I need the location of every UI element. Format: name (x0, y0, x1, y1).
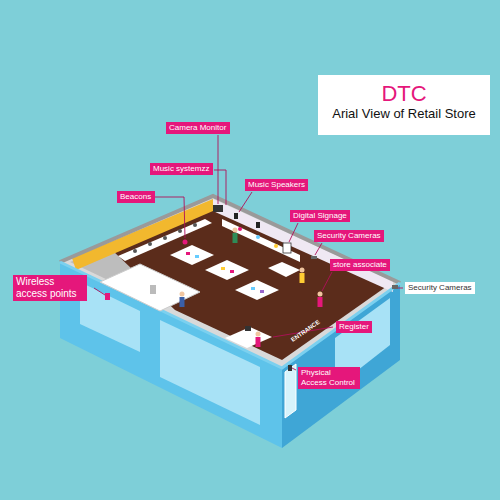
callout-box: Physical Access Control (298, 367, 360, 389)
speaker (234, 213, 238, 219)
leader-line (94, 288, 105, 295)
person (180, 292, 185, 308)
product (260, 290, 264, 293)
digital-sign (283, 243, 291, 253)
wall-strip (213, 199, 393, 292)
title-text: DTC (324, 81, 484, 106)
access-panel (288, 365, 292, 371)
device (193, 223, 197, 227)
display-table (205, 260, 249, 280)
person-body (256, 337, 261, 347)
person-head (233, 228, 238, 233)
person-head (180, 292, 185, 297)
title-box: DTCArial View of Retail Store (318, 75, 490, 135)
product (221, 267, 225, 270)
callout-label: Security Cameras (408, 283, 472, 293)
device (133, 249, 137, 253)
callout-label: Music Speakers (248, 180, 305, 190)
product (251, 287, 255, 290)
register-counter (225, 327, 272, 348)
leader-line (292, 368, 296, 370)
person-body (318, 297, 323, 307)
person-head (300, 268, 305, 273)
leader-line (315, 243, 322, 255)
leader-line (218, 135, 219, 204)
register-screen (245, 326, 251, 331)
callout-box: Wireless access points (13, 275, 87, 301)
camera-monitor (213, 205, 223, 212)
person-body (300, 273, 305, 283)
fixture (150, 285, 156, 294)
product (186, 252, 190, 255)
floor-slab (60, 196, 400, 368)
callout-label: Wireless access points (16, 276, 84, 300)
product (256, 235, 260, 239)
display-table (170, 245, 214, 265)
wall-strip (72, 199, 213, 270)
callout-label: Physical Access Control (301, 368, 357, 387)
callout-box: Security Cameras (314, 230, 384, 242)
leader-line (214, 170, 226, 205)
access-point (105, 293, 110, 300)
callout-label: Register (339, 322, 369, 332)
person-body (233, 233, 238, 243)
restroom (100, 264, 200, 311)
leader-lines (94, 135, 403, 370)
leader-line (289, 223, 298, 242)
callout-box: Security Cameras (405, 282, 475, 294)
callout-box: Register (336, 321, 372, 333)
product (195, 255, 199, 258)
leader-line (322, 272, 332, 291)
callout-box: Camera Monitor (166, 122, 230, 134)
person-head (256, 332, 261, 337)
product (274, 244, 278, 248)
callout-box: store associate (330, 259, 390, 271)
callout-label: Security Cameras (317, 231, 381, 241)
door (285, 364, 296, 418)
callout-label: Camera Monitor (169, 123, 227, 133)
callout-label: Music systemzz (153, 164, 210, 174)
callout-box: Beacons (117, 191, 155, 203)
beacon (183, 240, 188, 245)
callout-label: store associate (333, 260, 387, 270)
leader-line (155, 197, 185, 238)
callout-box: Music Speakers (245, 179, 308, 191)
display-table (268, 262, 300, 277)
person (300, 268, 305, 284)
callout-label: Beacons (120, 192, 152, 202)
person (318, 292, 323, 308)
person-body (180, 297, 185, 307)
subtitle-text: Arial View of Retail Store (324, 106, 484, 123)
leader-line (239, 192, 252, 212)
security-camera (311, 256, 317, 259)
leader-line (398, 288, 403, 289)
wall-top (60, 196, 400, 283)
facade-wall (60, 262, 282, 448)
security-camera (392, 285, 398, 289)
person-head (318, 292, 323, 297)
display-table (235, 280, 279, 300)
wall-counter (222, 219, 300, 262)
callout-label: Digital Signage (293, 211, 347, 221)
product (230, 270, 234, 273)
device (178, 229, 182, 233)
callout-box: Digital Signage (290, 210, 350, 222)
callout-box: Music systemzz (150, 163, 213, 175)
person (256, 332, 261, 348)
speaker (256, 222, 260, 228)
device (163, 236, 167, 240)
person (233, 228, 238, 244)
product (238, 227, 242, 231)
device (148, 242, 152, 246)
